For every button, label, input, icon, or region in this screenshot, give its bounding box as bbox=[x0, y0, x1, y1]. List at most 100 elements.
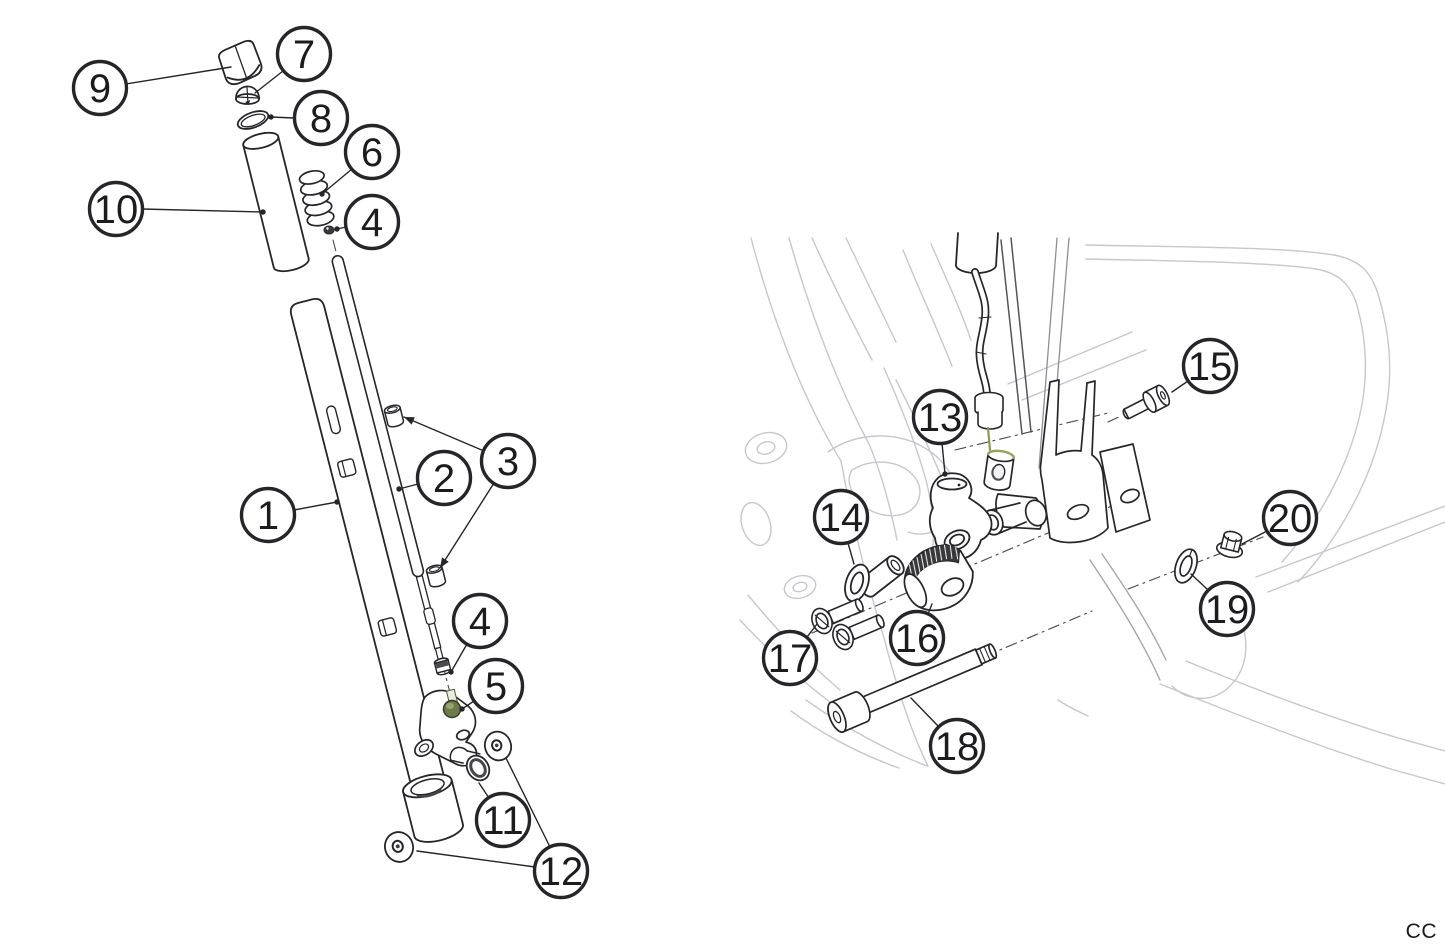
leader-dot bbox=[334, 226, 340, 232]
part-3-bushing-upper bbox=[383, 404, 405, 428]
callout-circle[interactable] bbox=[1198, 580, 1256, 638]
callout-number: 12 bbox=[539, 850, 584, 894]
callout-8[interactable]: 8 bbox=[268, 89, 350, 147]
callout-14[interactable]: 14 bbox=[812, 488, 870, 565]
callout-1[interactable]: 1 bbox=[239, 486, 340, 544]
callout-circle[interactable] bbox=[1181, 337, 1239, 395]
callout-number: 3 bbox=[497, 440, 519, 484]
part-15-bolt bbox=[1122, 384, 1171, 420]
leader-arrow bbox=[404, 417, 415, 425]
callout-number: 17 bbox=[768, 637, 813, 681]
callout-circle[interactable] bbox=[343, 193, 401, 251]
callout-number: 6 bbox=[361, 131, 383, 175]
callout-19[interactable]: 19 bbox=[1190, 573, 1256, 638]
part-9-cap bbox=[218, 39, 263, 86]
callout-circle[interactable] bbox=[275, 25, 333, 83]
seatpost-exploded-view bbox=[218, 39, 513, 863]
callout-number: 10 bbox=[94, 188, 139, 232]
callout-number: 14 bbox=[819, 496, 864, 540]
callout-number: 20 bbox=[1268, 497, 1313, 541]
callout-17[interactable]: 17 bbox=[761, 623, 819, 687]
callout-number: 13 bbox=[918, 396, 963, 440]
callout-circle[interactable] bbox=[71, 59, 129, 117]
callout-circle[interactable] bbox=[451, 592, 509, 650]
callout-circle[interactable] bbox=[343, 123, 401, 181]
part-pivot-block bbox=[981, 493, 1048, 536]
part-6-spring bbox=[298, 169, 335, 227]
callout-6[interactable]: 6 bbox=[319, 123, 401, 197]
callout-10[interactable]: 10 bbox=[87, 180, 266, 238]
callout-number: 7 bbox=[293, 33, 315, 77]
callout-15[interactable]: 15 bbox=[1171, 337, 1239, 395]
callout-7[interactable]: 7 bbox=[254, 25, 333, 94]
callout-circle[interactable] bbox=[761, 629, 819, 687]
callout-12[interactable]: 12 bbox=[416, 757, 590, 900]
callout-number: 4 bbox=[469, 600, 491, 644]
part-18-axle-bolt bbox=[827, 643, 998, 733]
part-cable-end bbox=[983, 449, 1016, 491]
callout-5[interactable]: 5 bbox=[459, 657, 525, 715]
callout-number: 11 bbox=[482, 799, 524, 843]
part-3-bushing-lower bbox=[425, 564, 447, 588]
callout-circle[interactable] bbox=[1261, 489, 1319, 547]
part-clevis-mount bbox=[1039, 379, 1151, 544]
callout-20[interactable]: 20 bbox=[1241, 489, 1319, 547]
callout-3[interactable]: 3 bbox=[403, 416, 537, 569]
frame-outline bbox=[739, 237, 1445, 785]
part-8-o-ring bbox=[236, 110, 270, 130]
callout-number: 8 bbox=[310, 97, 332, 141]
frame-stay-rods bbox=[1000, 237, 1070, 469]
part-20-flange-nut bbox=[1215, 530, 1244, 559]
part-lower-end-cap bbox=[402, 773, 464, 843]
callout-circle[interactable] bbox=[87, 180, 145, 238]
leader-arrow bbox=[440, 557, 449, 568]
callout-number: 16 bbox=[895, 617, 940, 661]
part-2-actuator-rod bbox=[331, 254, 452, 676]
callout-circle[interactable] bbox=[292, 89, 350, 147]
leader-dot bbox=[334, 499, 340, 505]
callout-number: 9 bbox=[89, 67, 111, 111]
leader-dot bbox=[448, 669, 454, 675]
callout-number: 18 bbox=[935, 725, 980, 769]
part-16-knurled-cam bbox=[903, 543, 974, 612]
callout-number: 19 bbox=[1205, 588, 1250, 632]
callout-circle[interactable] bbox=[888, 609, 946, 667]
leader-dot bbox=[396, 486, 402, 492]
callout-9[interactable]: 9 bbox=[71, 59, 232, 117]
callout-13[interactable]: 13 bbox=[911, 388, 969, 477]
callout-circle[interactable] bbox=[911, 388, 969, 446]
callout-4[interactable]: 4 bbox=[448, 592, 509, 675]
part-hose-assembly bbox=[954, 232, 1016, 491]
leader-dot bbox=[459, 706, 465, 712]
part-7-dome-nut bbox=[235, 85, 261, 105]
callout-2[interactable]: 2 bbox=[396, 449, 473, 507]
callout-number: 1 bbox=[257, 494, 279, 538]
callout-16[interactable]: 16 bbox=[888, 603, 946, 667]
part-17-screws bbox=[811, 598, 885, 651]
part-4-set-screw bbox=[323, 225, 335, 235]
part-5-green-pin bbox=[442, 688, 462, 719]
part-14-washer bbox=[844, 555, 905, 603]
callout-11[interactable]: 11 bbox=[474, 782, 532, 849]
callout-number: 5 bbox=[485, 665, 507, 709]
part-1-lower-tube bbox=[289, 298, 448, 801]
callout-number: 2 bbox=[433, 457, 455, 501]
callout-circle[interactable] bbox=[532, 842, 590, 900]
callout-18[interactable]: 18 bbox=[910, 697, 986, 775]
part-10-upper-tube bbox=[242, 131, 310, 273]
leader-dot bbox=[942, 471, 948, 477]
callout-circle[interactable] bbox=[239, 486, 297, 544]
callout-4[interactable]: 4 bbox=[334, 193, 401, 251]
part-11-pivot-barrel bbox=[449, 746, 491, 782]
callout-circle[interactable] bbox=[812, 488, 870, 546]
callout-circle[interactable] bbox=[928, 717, 986, 775]
callout-circle[interactable] bbox=[415, 449, 473, 507]
part-12-disc-a bbox=[483, 730, 513, 762]
callout-circle[interactable] bbox=[467, 657, 525, 715]
license-text: CC bbox=[1406, 920, 1437, 943]
callout-circle[interactable] bbox=[474, 791, 532, 849]
callout-circle[interactable] bbox=[479, 432, 537, 490]
